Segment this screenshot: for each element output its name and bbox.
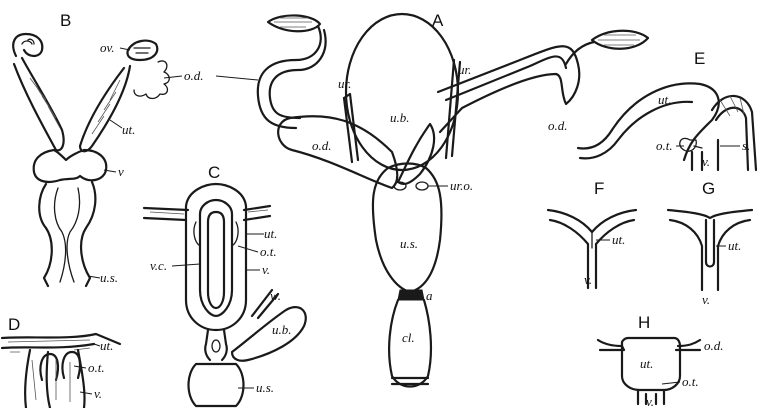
panel-f-label-ut: ut. bbox=[612, 232, 625, 247]
panel-c: C ut. o.t. v.c. v. w. u.b. u.s. bbox=[144, 163, 306, 406]
panel-d-label-ot: o.t. bbox=[88, 360, 105, 375]
panel-h-letter: H bbox=[638, 313, 650, 332]
panel-b-label-ut: ut. bbox=[122, 122, 135, 137]
panel-a-junction bbox=[398, 290, 424, 300]
panel-b: B ov. ut. v u.s. bbox=[13, 11, 169, 286]
panel-c-label-ot: o.t. bbox=[260, 244, 277, 259]
panel-c-urinary-sinus bbox=[189, 364, 244, 406]
panel-b-label-us: u.s. bbox=[100, 270, 118, 285]
panel-a-label-od: o.d. bbox=[312, 138, 332, 153]
panel-a-urinary-bladder bbox=[346, 14, 458, 170]
panel-a: A ur. ur. u.b. o.d. bbox=[258, 11, 648, 387]
panel-d: D ut. o.t. v. bbox=[2, 315, 120, 408]
panel-b-label-ov: ov. bbox=[100, 40, 115, 55]
panel-c-vaginal-canal bbox=[200, 200, 232, 316]
panel-a-label-ub: u.b. bbox=[390, 110, 410, 125]
panel-a-right-uterus bbox=[398, 124, 434, 184]
panel-c-label-ub: u.b. bbox=[272, 322, 292, 337]
panel-c-label-vc: v.c. bbox=[150, 258, 167, 273]
panel-f: F ut. v. bbox=[548, 179, 636, 288]
panel-h-label-od: o.d. bbox=[704, 338, 724, 353]
panel-a-label-ur-left: ur. bbox=[338, 76, 351, 91]
panel-e-label-s: s. bbox=[742, 138, 750, 153]
panel-c-letter: C bbox=[208, 163, 220, 182]
panel-c-label-ut: ut. bbox=[264, 226, 277, 241]
panel-b-ovary bbox=[128, 41, 158, 60]
panel-b-urinary-sinus bbox=[39, 182, 95, 286]
panel-b-vagina bbox=[34, 150, 107, 182]
panel-a-label-ur-right: ur. bbox=[458, 62, 471, 77]
panel-a-ureter-opening-right bbox=[416, 182, 428, 190]
panel-b-oviduct-loops bbox=[134, 61, 169, 99]
panel-c-label-us: u.s. bbox=[256, 380, 274, 395]
panel-b-left-oviduct-coil bbox=[13, 34, 42, 56]
panel-d-letter: D bbox=[8, 315, 20, 334]
panel-b-label-od: o.d. bbox=[184, 68, 204, 83]
panel-e-letter: E bbox=[694, 49, 705, 68]
panel-c-label-w: w. bbox=[270, 288, 281, 303]
panel-d-label-ut: ut. bbox=[100, 338, 113, 353]
panel-a-label-us: u.s. bbox=[400, 236, 418, 251]
shared-od-label: o.d. bbox=[164, 68, 258, 83]
panel-h-oviducts bbox=[598, 340, 700, 350]
panel-a-label-a: a bbox=[426, 288, 433, 303]
panel-e-uterus bbox=[578, 83, 719, 160]
panel-a-left-oviduct bbox=[258, 26, 321, 128]
panel-d-label-v: v. bbox=[94, 386, 102, 401]
panel-a-label-cl: cl. bbox=[402, 330, 415, 345]
panel-c-label-v: v. bbox=[262, 262, 270, 277]
panel-b-letter: B bbox=[60, 11, 71, 30]
panel-e-label-ut: ut. bbox=[658, 92, 671, 107]
panel-h-label-ut: ut. bbox=[640, 356, 653, 371]
panel-g-label-v: v. bbox=[702, 292, 710, 307]
panel-f-letter: F bbox=[594, 179, 604, 198]
panel-a-label-uro: ur.o. bbox=[450, 178, 473, 193]
panel-h-label-v: v. bbox=[646, 394, 654, 408]
panel-g: G ut. v. bbox=[668, 179, 752, 307]
panel-h: H o.d. ut. o.t. v. bbox=[598, 313, 724, 408]
panel-e-label-v: v. bbox=[702, 154, 710, 169]
panel-b-left-uterus bbox=[14, 58, 64, 150]
panel-g-letter: G bbox=[702, 179, 715, 198]
panel-h-label-ot: o.t. bbox=[682, 374, 699, 389]
panel-g-label-ut: ut. bbox=[728, 238, 741, 253]
panel-f-label-v: v. bbox=[584, 272, 592, 287]
panel-b-label-v: v bbox=[118, 164, 124, 179]
panel-e-label-ot: o.t. bbox=[656, 138, 673, 153]
panel-e-label-od: o.d. bbox=[548, 118, 568, 133]
